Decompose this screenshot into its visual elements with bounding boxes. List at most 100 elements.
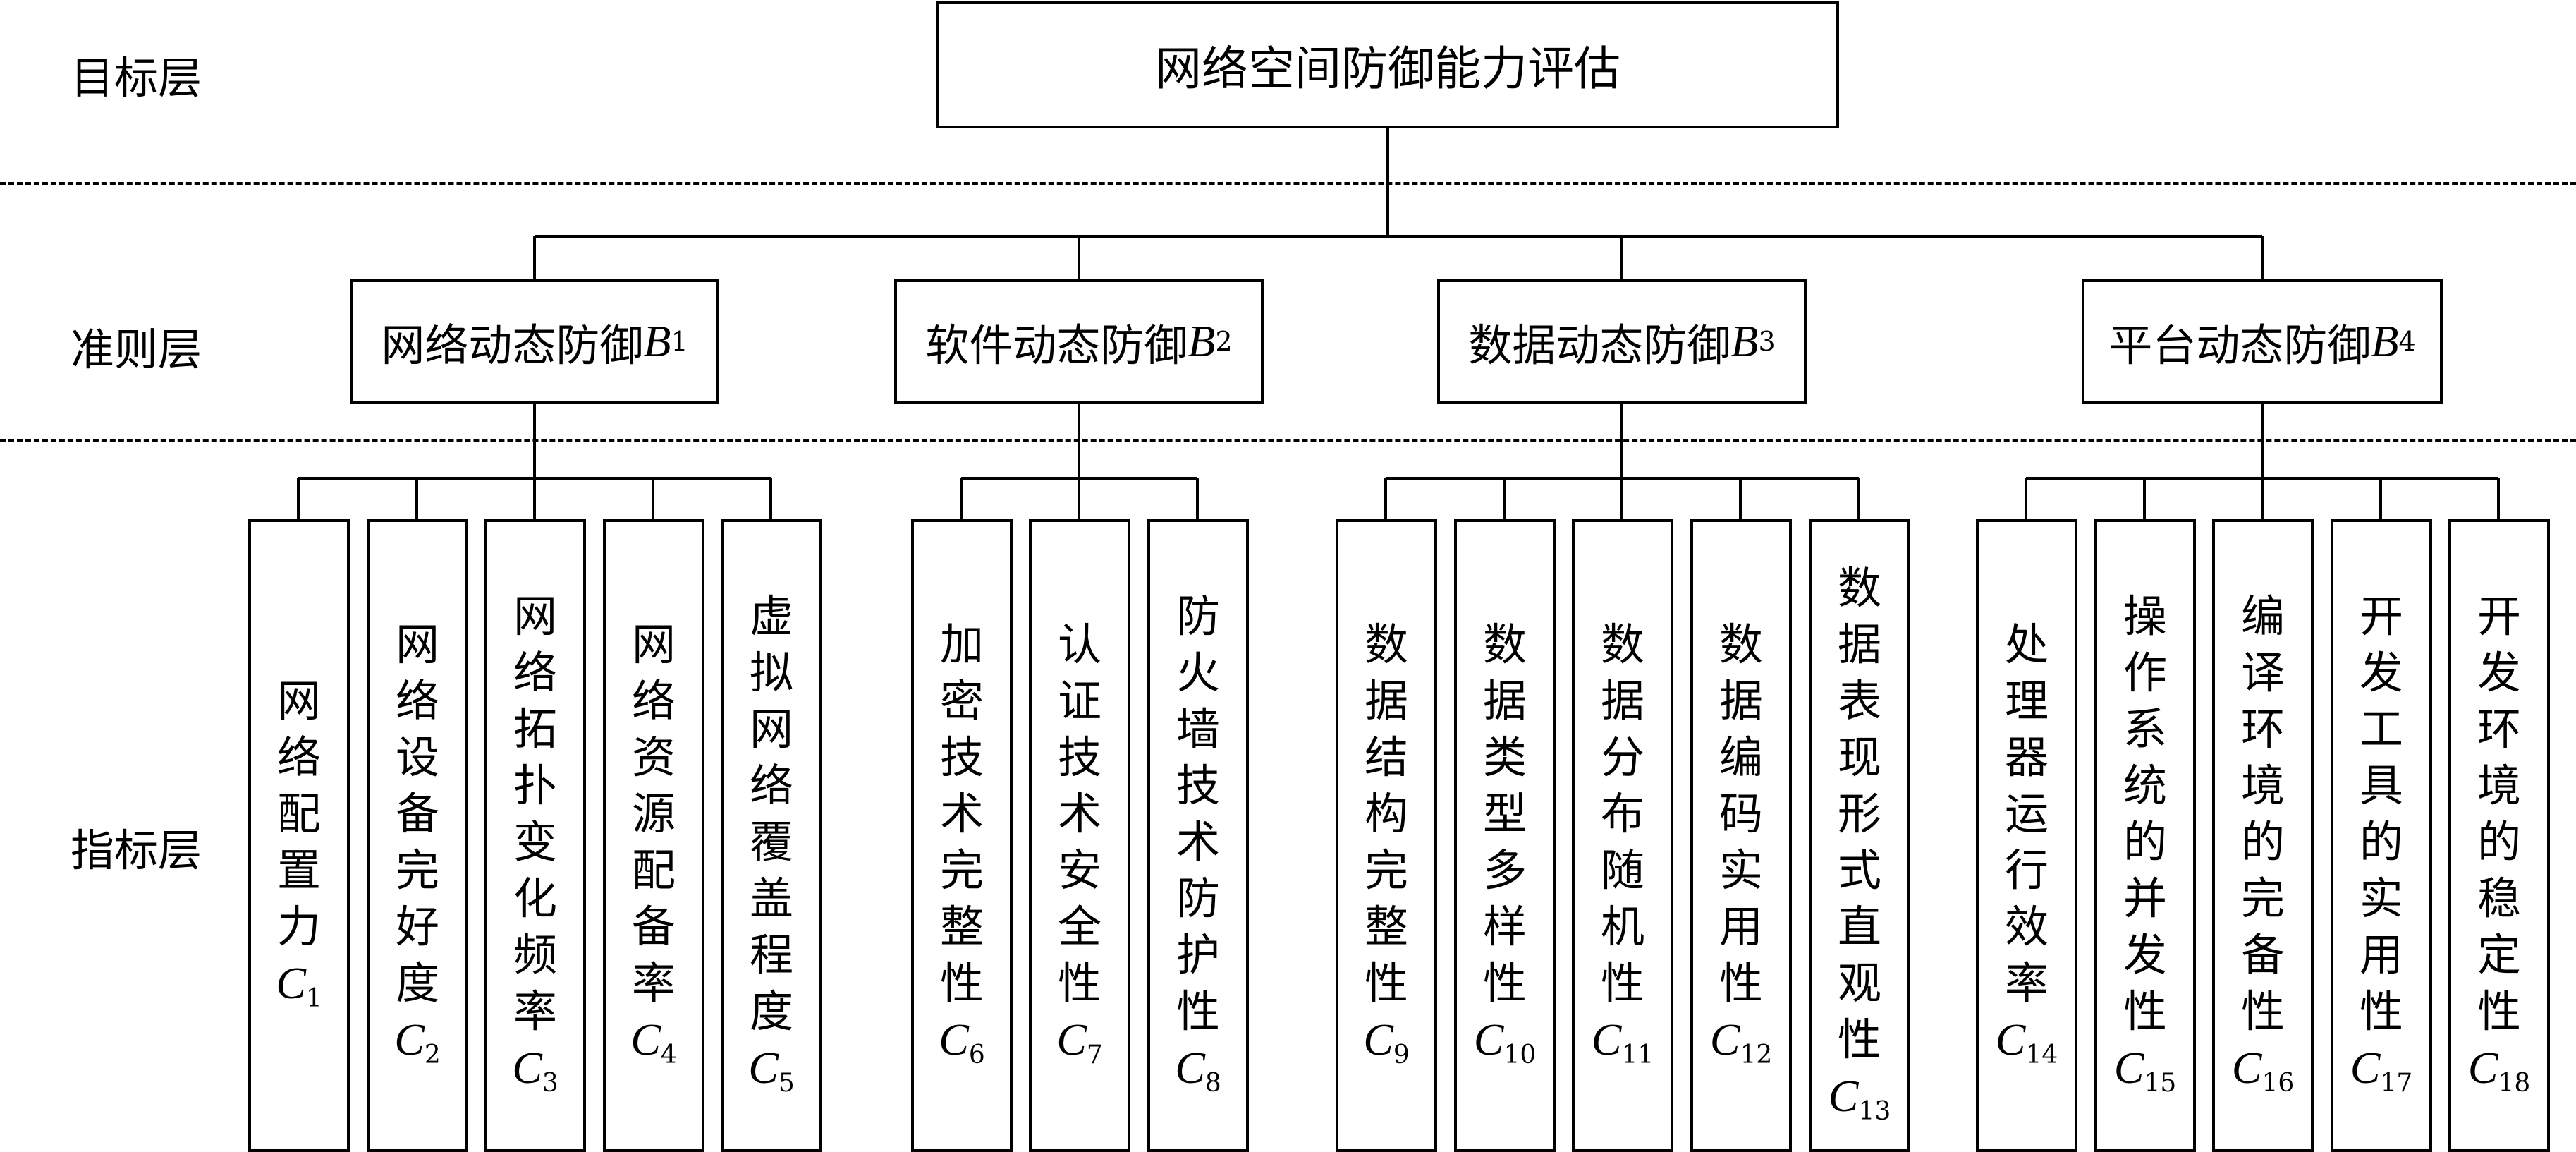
indicator-code: C1 <box>276 955 322 1027</box>
indicator-char: 网 <box>513 590 557 642</box>
indicator-char: 作 <box>2123 646 2167 698</box>
indicator-var: C <box>939 1014 969 1065</box>
indicator-char: 运 <box>2004 787 2049 839</box>
indicator-char: 随 <box>1600 844 1644 896</box>
indicator-char: 稳 <box>2477 872 2521 924</box>
indicator-sub: 6 <box>968 1040 985 1069</box>
indicator-char: 性 <box>2359 985 2403 1037</box>
indicator-char: 率 <box>513 985 557 1037</box>
indicator-char: 技 <box>1057 731 1101 783</box>
indicator-char: 资 <box>631 731 676 783</box>
indicator-char: 度 <box>749 985 793 1037</box>
indicator-char: 防 <box>1176 590 1220 642</box>
indicator-sub: 16 <box>2261 1068 2295 1098</box>
indicator-char: 完 <box>939 844 984 896</box>
indicator-char: 性 <box>1176 985 1220 1037</box>
indicator-char: 操 <box>2123 590 2167 642</box>
indicator-char: 配 <box>276 787 321 839</box>
indicator-char: 备 <box>2240 928 2285 981</box>
indicator-char: 机 <box>1600 900 1644 952</box>
indicator-code: C10 <box>1474 1012 1537 1084</box>
indicator-char: 类 <box>1482 731 1527 783</box>
indicator-char: 观 <box>1837 957 1881 1009</box>
indicator-char: 效 <box>2004 900 2049 952</box>
indicator-char: 直 <box>1837 900 1881 952</box>
indicator-code: C7 <box>1056 1012 1103 1084</box>
indicator-char: 码 <box>1719 787 1763 839</box>
indicator-char: 性 <box>1057 957 1101 1009</box>
indicator-char: 处 <box>2004 618 2049 670</box>
indicator-var: C <box>1363 1014 1393 1065</box>
indicator-char: 分 <box>1600 731 1644 783</box>
indicator-char: 环 <box>2477 703 2521 755</box>
indicator-char: 据 <box>1719 674 1763 727</box>
indicator-char: 备 <box>395 787 439 839</box>
indicator-char: 据 <box>1600 674 1644 727</box>
indicator-char: 定 <box>2477 928 2521 981</box>
indicator-char: 性 <box>1837 1013 1881 1065</box>
indicator-code: C11 <box>1592 1012 1654 1084</box>
indicator-char: 认 <box>1057 618 1101 670</box>
indicator-code: C13 <box>1829 1068 1891 1140</box>
indicator-char: 据 <box>1482 674 1527 727</box>
indicator-char: 工 <box>2359 703 2403 755</box>
indicator-sub: 3 <box>542 1068 558 1098</box>
indicator-char: 编 <box>1719 731 1763 783</box>
indicator-char: 护 <box>1176 928 1220 981</box>
indicator-var: C <box>1995 1014 2026 1065</box>
indicator-char: 全 <box>1057 900 1101 952</box>
indicator-sub: 5 <box>778 1068 795 1098</box>
indicator-char: 开 <box>2359 590 2403 642</box>
indicator-char: 形 <box>1837 787 1881 839</box>
indicator-char: 火 <box>1176 646 1220 698</box>
criterion-sub: 1 <box>671 326 688 357</box>
indicator-char: 表 <box>1837 674 1881 727</box>
indicator-char: 完 <box>1364 844 1408 896</box>
indicator-char: 用 <box>1719 900 1763 952</box>
indicator-sub: 2 <box>424 1040 441 1069</box>
goal-node: 网络空间防御能力评估 <box>936 1 1839 128</box>
indicator-char: 数 <box>1364 618 1408 670</box>
indicator-char: 性 <box>1364 957 1408 1009</box>
indicator-char: 开 <box>2477 590 2521 642</box>
indicator-char: 境 <box>2240 759 2285 811</box>
indicator-char: 性 <box>2123 985 2167 1037</box>
indicator-char: 器 <box>2004 731 2049 783</box>
goal-criteria-separator <box>0 182 2576 185</box>
indicator-code: C16 <box>2232 1040 2295 1112</box>
indicator-char: 好 <box>395 900 439 952</box>
indicator-char: 率 <box>631 957 676 1009</box>
indicator-var: C <box>2350 1042 2381 1093</box>
indicator-char: 样 <box>1482 900 1527 952</box>
indicator-char: 配 <box>631 844 676 896</box>
indicator-char: 网 <box>395 618 439 670</box>
indicator-var: C <box>2467 1042 2498 1093</box>
indicator-char: 整 <box>939 900 984 952</box>
indicator-char: 构 <box>1364 787 1408 839</box>
indicator-char: 源 <box>631 787 676 839</box>
indicator-char: 的 <box>2123 816 2167 868</box>
indicator-char: 数 <box>1837 562 1881 614</box>
indicator-char: 证 <box>1057 674 1101 727</box>
indicator-char: 整 <box>1364 900 1408 952</box>
indicator-char: 型 <box>1482 787 1527 839</box>
indicator-char: 数 <box>1600 618 1644 670</box>
indicator-char: 环 <box>2240 703 2285 755</box>
criterion-sub: 4 <box>2398 326 2416 357</box>
indicator-char: 布 <box>1600 787 1644 839</box>
criterion-text: 网络动态防御 <box>381 320 644 371</box>
